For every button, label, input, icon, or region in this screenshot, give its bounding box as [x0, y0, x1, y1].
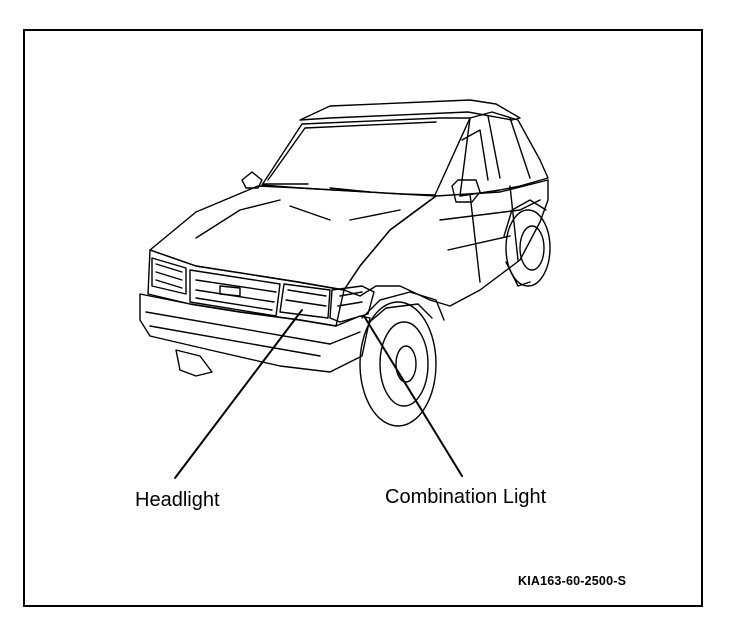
combination-light-lens	[329, 285, 375, 323]
front-right-wheel	[359, 301, 437, 427]
combination-light-leader-line	[363, 315, 463, 477]
roof-outline	[299, 99, 521, 121]
rear-wheel	[505, 209, 551, 287]
bumper	[139, 293, 371, 373]
side-mirror	[451, 179, 481, 203]
hood	[149, 185, 437, 291]
combination-light-label: Combination Light	[385, 486, 547, 508]
headlight-leader-line	[174, 309, 303, 479]
body-side	[343, 179, 549, 307]
left-mirror	[241, 171, 263, 189]
grille	[189, 269, 281, 317]
right-headlight	[279, 283, 331, 319]
left-headlight	[151, 257, 187, 295]
front-left-wheel	[175, 349, 213, 377]
figure-id: KIA163-60-2500-S	[518, 574, 627, 588]
headlight-label: Headlight	[135, 489, 220, 511]
